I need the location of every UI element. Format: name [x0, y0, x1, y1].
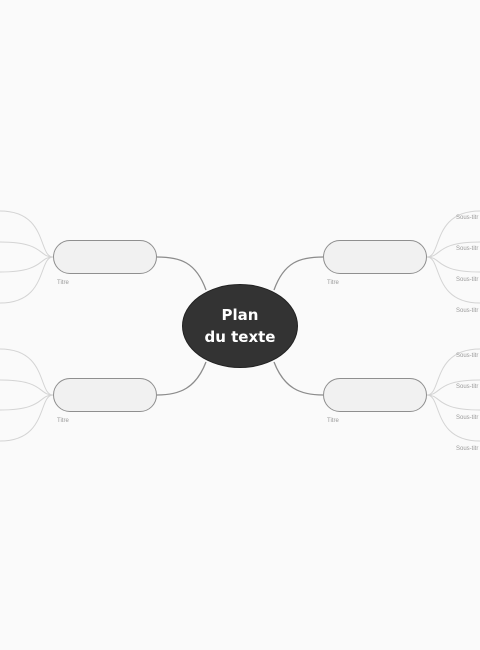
- leaf-label-top-right-3[interactable]: Sous-titr: [456, 277, 479, 283]
- leaf-label-top-right-4[interactable]: Sous-titr: [456, 308, 479, 314]
- branch-node-top-right[interactable]: [323, 240, 427, 274]
- branch-label-top-right: Titre: [327, 280, 339, 286]
- central-topic-line-2: du texte: [204, 328, 276, 346]
- branch-label-bottom-left: Titre: [57, 418, 69, 424]
- leaf-label-top-right-1[interactable]: Sous-titr: [456, 215, 479, 221]
- leaf-connectors-bottom-right: [426, 348, 480, 442]
- leaf-connectors-bottom-left: [0, 348, 54, 442]
- connector-top-right: [273, 256, 324, 291]
- leaf-connectors-top-left: [0, 210, 54, 304]
- branch-node-bottom-left[interactable]: [53, 378, 157, 412]
- leaf-connectors-top-right: [426, 210, 480, 304]
- branch-label-bottom-right: Titre: [327, 418, 339, 424]
- branch-node-top-left[interactable]: [53, 240, 157, 274]
- branch-label-top-left: Titre: [57, 280, 69, 286]
- central-topic-line-1: Plan: [221, 306, 259, 324]
- connector-bottom-left: [156, 361, 207, 396]
- connector-bottom-right: [273, 361, 324, 396]
- leaf-label-bottom-right-2[interactable]: Sous-titr: [456, 384, 479, 390]
- connector-top-left: [156, 256, 207, 291]
- leaf-label-top-right-2[interactable]: Sous-titr: [456, 246, 479, 252]
- branch-node-bottom-right[interactable]: [323, 378, 427, 412]
- leaf-label-bottom-right-4[interactable]: Sous-titr: [456, 446, 479, 452]
- leaf-label-bottom-right-3[interactable]: Sous-titr: [456, 415, 479, 421]
- central-topic-node[interactable]: Plan du texte: [182, 284, 298, 368]
- leaf-label-bottom-right-1[interactable]: Sous-titr: [456, 353, 479, 359]
